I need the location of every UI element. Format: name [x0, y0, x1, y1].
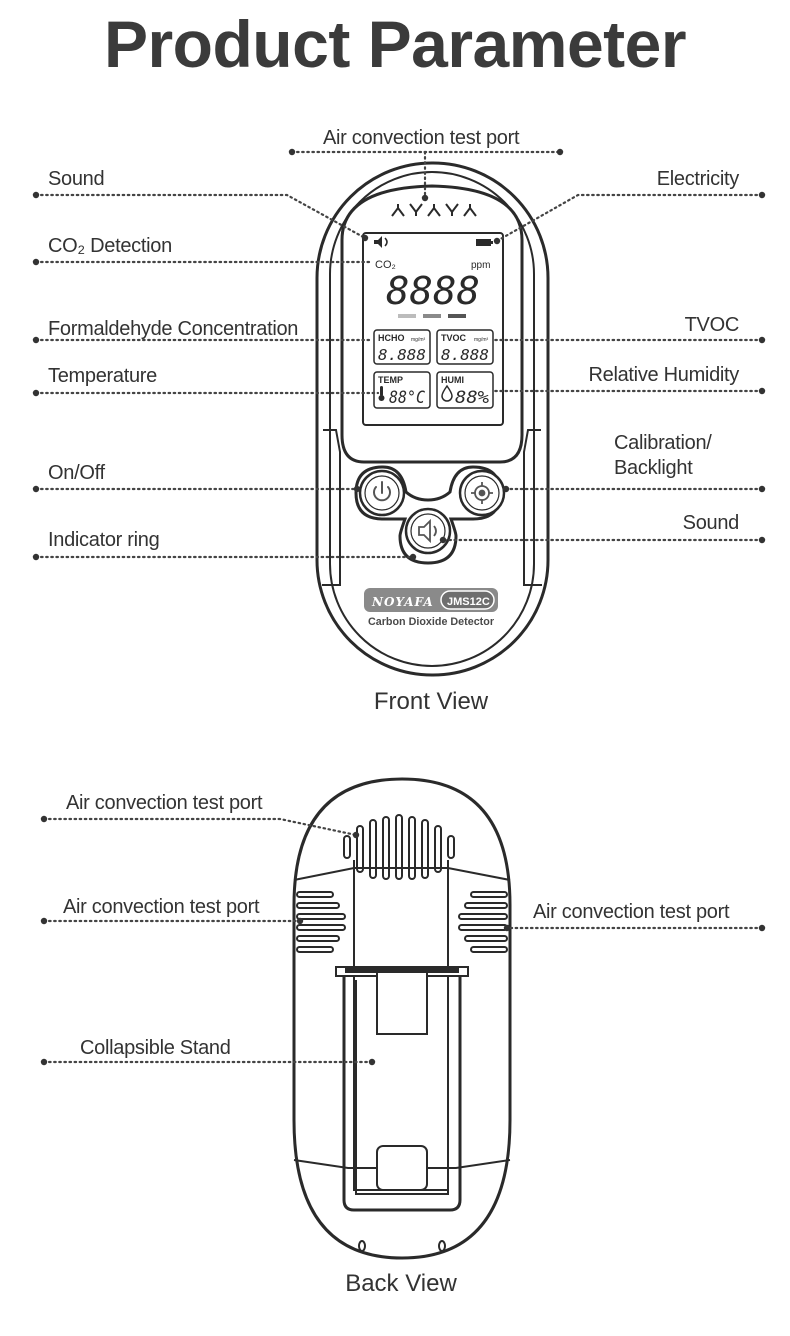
brand-logo-text: NOYAFA [371, 595, 434, 609]
label-temperature: Temperature [48, 365, 157, 387]
model-text: JMS12C [447, 596, 490, 608]
leader-lines [34, 150, 764, 1064]
droplet-icon [441, 384, 453, 402]
label-sound-left: Sound [48, 168, 105, 190]
screen-tvoc-digits: 8.888 [441, 346, 489, 364]
label-indicator-ring: Indicator ring [48, 529, 160, 551]
screen-humi-digits: 88% [455, 388, 489, 408]
right-vent-grille [458, 891, 508, 953]
top-vent-grille [343, 814, 455, 880]
label-collapsible-stand: Collapsible Stand [80, 1037, 231, 1059]
label-on-off: On/Off [48, 462, 105, 484]
screen-hcho-digits: 8.888 [378, 346, 426, 364]
label-electricity: Electricity [656, 168, 740, 190]
page-title: Product Parameter [103, 7, 687, 81]
button-cluster [354, 465, 502, 565]
screen-tvoc-unit: mg/m³ [474, 337, 489, 343]
left-vent-grille [296, 891, 346, 953]
sound-button[interactable] [404, 507, 452, 555]
front-view-label: Front View [373, 688, 489, 715]
tvoc-box [436, 329, 494, 365]
status-dashes [398, 314, 466, 318]
label-relative-humidity: Relative Humidity [588, 364, 739, 386]
product-name-text: Carbon Dioxide Detector [368, 616, 495, 628]
air-vent-icon [391, 203, 477, 217]
label-air-convection-top: Air convection test port [323, 127, 520, 149]
screen-co2-label: CO₂ [375, 259, 396, 271]
battery-icon [476, 239, 493, 246]
collapsible-stand[interactable] [335, 966, 469, 1212]
speaker-button-icon [418, 518, 437, 544]
label-calibration: Calibration/ [614, 432, 712, 454]
screen-temp-digits: 88°C [389, 388, 426, 408]
leader-dots [32, 148, 766, 1066]
label-back-air-left: Air convection test port [63, 896, 260, 918]
speaker-icon [374, 236, 388, 248]
screen-hcho-unit: mg/m³ [411, 337, 426, 343]
humi-box [436, 371, 494, 409]
label-backlight: Backlight [614, 457, 693, 479]
front-device [315, 161, 550, 677]
label-back-air-top: Air convection test port [66, 792, 263, 814]
screen-humi-label: HUMI [441, 375, 464, 385]
label-co2-detection: CO₂ Detection [48, 235, 172, 257]
label-back-air-right: Air convection test port [533, 901, 730, 923]
label-tvoc: TVOC [684, 314, 740, 336]
screen-temp-label: TEMP [378, 375, 403, 385]
power-icon [373, 481, 391, 502]
feet [358, 1240, 446, 1252]
back-view-label: Back View [345, 1270, 457, 1297]
screen-ppm-label: ppm [471, 260, 490, 271]
screen-hcho-label: HCHO [378, 333, 405, 343]
label-formaldehyde: Formaldehyde Concentration [48, 318, 299, 340]
screen-main-digits: 8888 [386, 269, 480, 313]
target-icon [471, 482, 493, 504]
hcho-box [373, 329, 431, 365]
model-badge [440, 590, 495, 610]
label-sound-right: Sound [682, 512, 740, 534]
screen-tvoc-label: TVOC [441, 333, 467, 343]
temp-box [373, 371, 431, 409]
thermometer-icon [378, 386, 385, 401]
